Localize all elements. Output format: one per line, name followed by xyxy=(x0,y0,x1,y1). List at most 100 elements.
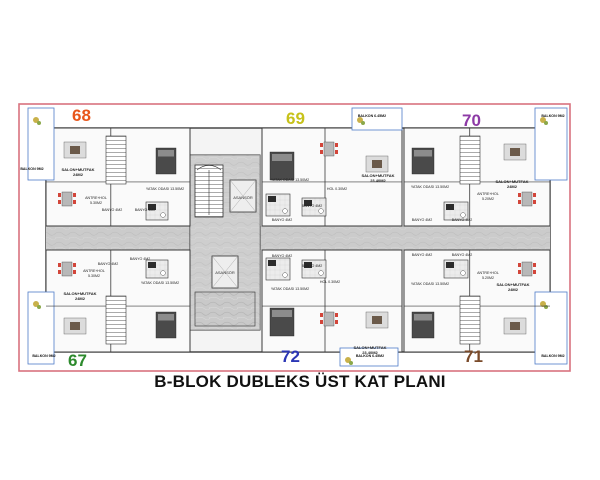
room-label: BALKON 6.45M2 xyxy=(356,354,384,358)
plant-icon xyxy=(357,117,365,125)
room-label: YATAK ODASI 13.50M2 xyxy=(411,282,449,286)
room-label: YATAK ODASI 13.50M2 xyxy=(271,287,309,291)
room-label: SALON+MUTFAK xyxy=(354,345,387,350)
plant-icon xyxy=(33,301,41,309)
dining-table-icon xyxy=(320,311,338,327)
room-label: BALKON 9M2 xyxy=(20,167,43,171)
sofa-icon xyxy=(63,141,87,159)
room-label: HOL 0.30M2 xyxy=(320,280,340,284)
room-label: 5.30M2 xyxy=(88,274,100,278)
room-label: 24M2 xyxy=(508,287,519,292)
room-label: BANYO 4M2 xyxy=(412,253,433,257)
room-label: BALKON 9M2 xyxy=(541,354,564,358)
unit-68: BALKON 9M2 SALON+MUTFAK24M2ANTRE+HOL5.30M… xyxy=(20,107,191,227)
elevator-label: ASANSÖR xyxy=(233,195,253,200)
room-label: BANYO 4M2 xyxy=(302,204,323,208)
unit-number-69: 69 xyxy=(286,109,305,128)
bathroom xyxy=(265,257,291,281)
sofa-icon xyxy=(503,143,527,161)
unit-70: BALKON 9M2SALON+MUTFAK24M2ANTRE+HOL5.20M… xyxy=(403,107,568,227)
bathroom xyxy=(265,193,291,217)
bathroom xyxy=(301,197,327,217)
sofa-icon xyxy=(365,155,389,173)
stair xyxy=(459,295,481,345)
room-label: SALON+MUTFAK xyxy=(496,179,529,184)
room-label: BANYO 4M2 xyxy=(98,262,119,266)
room-label: HOL 0.30M2 xyxy=(327,187,347,191)
room-label: 5.30M2 xyxy=(90,201,102,205)
room-label: BANYO 4M2 xyxy=(272,218,293,222)
stair xyxy=(105,295,127,345)
room-label: YATAK ODASI 13.50M2 xyxy=(146,187,184,191)
balcony xyxy=(534,107,568,181)
bathroom xyxy=(443,259,469,279)
stair xyxy=(459,135,481,185)
dining-table-icon xyxy=(320,141,338,157)
sofa-icon xyxy=(503,317,527,335)
room-label: 24M2 xyxy=(75,296,86,301)
plant-icon xyxy=(540,117,548,125)
room-label: BANYO 4M2 xyxy=(452,253,473,257)
room-label: BANYO 4M2 xyxy=(102,208,123,212)
room-label: 5.20M2 xyxy=(482,197,494,201)
bathroom xyxy=(145,201,169,221)
sofa-icon xyxy=(63,317,87,335)
room-label: 24M2 xyxy=(507,184,518,189)
room-label: SALON+MUTFAK xyxy=(64,291,97,296)
unit-number-67: 67 xyxy=(68,351,87,370)
room-label: YATAK ODASI 13.50M2 xyxy=(411,185,449,189)
dining-table-icon xyxy=(58,261,76,277)
room-label: ANTRE+HOL xyxy=(477,271,499,275)
elevator-bottom: ASANSÖR xyxy=(211,255,239,289)
elevator-label: ASANSÖR xyxy=(215,270,235,275)
bed-icon xyxy=(411,147,435,175)
sofa-icon xyxy=(365,311,389,329)
central-stair-bottom xyxy=(194,291,256,327)
room-label: YATAK ODASI 13.50M2 xyxy=(271,178,309,182)
dining-table-icon xyxy=(518,261,536,277)
bathroom xyxy=(145,259,169,279)
dining-table-icon xyxy=(58,191,76,207)
room-label: BALKON 9M2 xyxy=(541,114,564,118)
room-label: 5.20M2 xyxy=(482,276,494,280)
room-label: BANYO 4M2 xyxy=(135,208,156,212)
bed-icon xyxy=(155,311,177,339)
balcony xyxy=(339,347,399,367)
bathroom xyxy=(301,259,327,279)
room-label: BANYO 4M2 xyxy=(452,218,473,222)
room-label: YATAK ODASI 13.50M2 xyxy=(141,281,179,285)
room-label: 24M2 xyxy=(73,172,84,177)
stair xyxy=(105,135,127,185)
room-label: BANYO 4M2 xyxy=(302,264,323,268)
dining-table-icon xyxy=(518,191,536,207)
room-label: BALKON 9M2 xyxy=(32,354,55,358)
plant-icon xyxy=(345,357,353,365)
unit-number-72: 72 xyxy=(281,347,300,366)
unit-number-68: 68 xyxy=(72,106,91,125)
room-label: SALON+MUTFAK xyxy=(497,282,530,287)
plant-icon xyxy=(33,117,41,125)
room-label: 23.40M2 xyxy=(362,350,378,355)
room-label: BANYO 4M2 xyxy=(130,257,151,261)
bed-icon xyxy=(269,151,295,181)
bathroom xyxy=(443,201,469,221)
bed-icon xyxy=(155,147,177,175)
room-label: BANYO 4M2 xyxy=(412,218,433,222)
room-label: ANTRE+HOL xyxy=(83,269,105,273)
room-label: SALON+MUTFAK xyxy=(62,167,95,172)
room-label: BALKON 6.45M2 xyxy=(358,114,386,118)
unit-number-71: 71 xyxy=(464,347,483,366)
central-stair xyxy=(194,164,224,218)
unit-number-70: 70 xyxy=(462,111,481,130)
room-label: 23.40M2 xyxy=(370,178,386,183)
balcony xyxy=(351,107,403,131)
plan-title: B-BLOK DUBLEKS ÜST KAT PLANI xyxy=(154,372,446,391)
room-label: ANTRE+HOL xyxy=(85,196,107,200)
balcony xyxy=(27,107,55,181)
room-label: BANYO 4M2 xyxy=(272,254,293,258)
